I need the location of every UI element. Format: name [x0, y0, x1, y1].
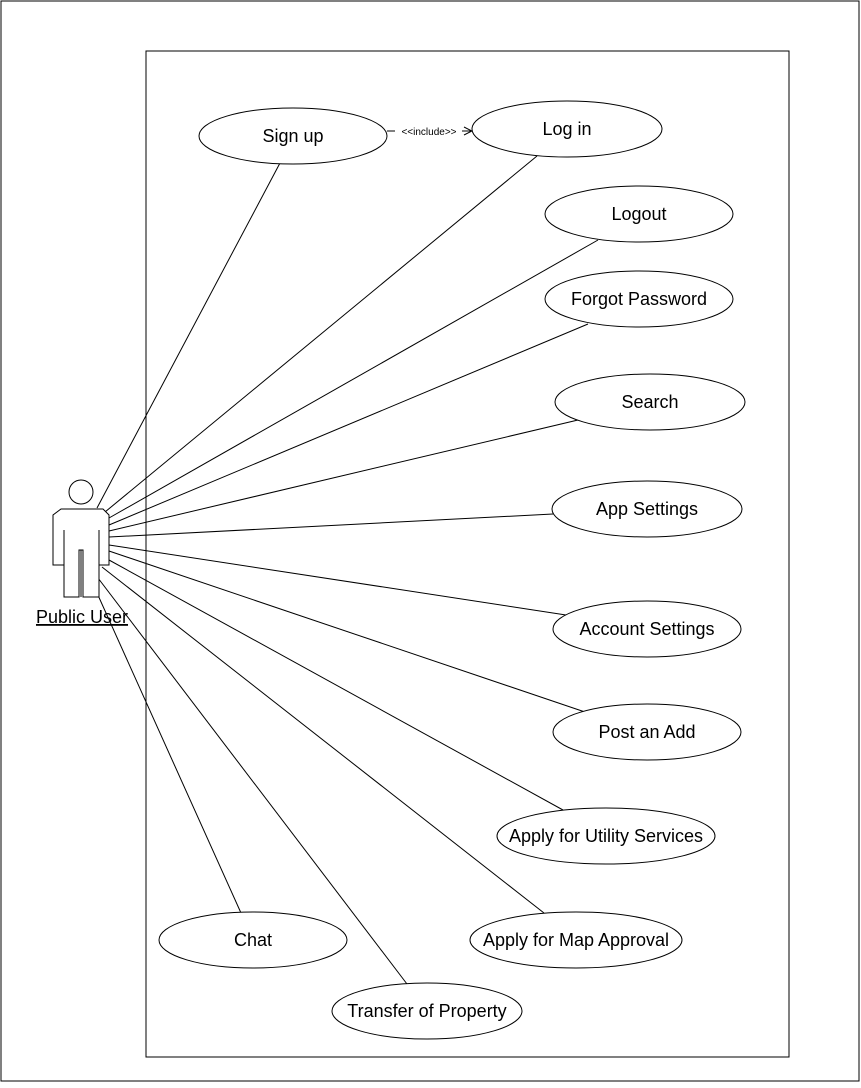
use-case-label-apply-map-approval: Apply for Map Approval — [483, 930, 669, 950]
association-line-apply-utility-services — [108, 559, 564, 811]
association-line-transfer-of-property — [97, 577, 408, 985]
use-case-apply-map-approval: Apply for Map Approval — [469, 911, 683, 969]
association-lines — [96, 155, 599, 985]
use-case-search: Search — [554, 373, 746, 431]
include-relationship: <<include>> — [387, 127, 472, 138]
use-case-label-chat: Chat — [234, 930, 272, 950]
use-case-ellipse-transfer-of-property — [331, 982, 523, 1040]
actor-label: Public User — [36, 607, 128, 627]
actor-head — [68, 479, 94, 505]
use-case-label-forgot-password: Forgot Password — [571, 289, 707, 309]
actor: Public User — [36, 479, 128, 627]
association-line-account-settings — [108, 544, 567, 616]
use-case-sign-up: Sign up — [198, 107, 388, 165]
use-case-label-sign-up: Sign up — [262, 126, 323, 146]
association-line-app-settings — [108, 513, 554, 538]
use-case-label-transfer-of-property: Transfer of Property — [347, 1001, 506, 1021]
use-case-ellipse-account-settings — [552, 600, 742, 658]
association-line-log-in — [104, 155, 538, 513]
use-case-label-search: Search — [621, 392, 678, 412]
use-case-log-in: Log in — [471, 100, 663, 158]
use-case-ellipse-search — [554, 373, 746, 431]
use-case-ellipse-logout — [544, 185, 734, 243]
use-case-label-post-an-add: Post an Add — [598, 722, 695, 742]
use-case-ellipse-sign-up — [198, 107, 388, 165]
use-case-apply-utility-services: Apply for Utility Services — [496, 807, 716, 865]
association-line-logout — [108, 239, 599, 519]
use-case-ellipse-forgot-password — [544, 270, 734, 328]
association-line-apply-map-approval — [101, 566, 545, 914]
use-case-ellipse-apply-map-approval — [469, 911, 683, 969]
use-case-label-apply-utility-services: Apply for Utility Services — [509, 826, 703, 846]
use-case-ellipse-post-an-add — [552, 703, 742, 761]
association-line-sign-up — [96, 162, 281, 509]
use-case-label-log-in: Log in — [542, 119, 591, 139]
use-case-ellipse-apply-utility-services — [496, 807, 716, 865]
use-case-forgot-password: Forgot Password — [544, 270, 734, 328]
use-case-ellipse-app-settings — [551, 480, 743, 538]
use-case-post-an-add: Post an Add — [552, 703, 742, 761]
use-case-label-account-settings: Account Settings — [579, 619, 714, 639]
use-case-label-logout: Logout — [611, 204, 666, 224]
stick-figure-actor-icon — [52, 479, 110, 598]
use-case-app-settings: App Settings — [551, 480, 743, 538]
use-case-ellipse-chat — [158, 911, 348, 969]
use-case-transfer-of-property: Transfer of Property — [331, 982, 523, 1040]
association-line-search — [108, 419, 579, 532]
use-case-logout: Logout — [544, 185, 734, 243]
association-line-forgot-password — [108, 323, 589, 526]
use-case-account-settings: Account Settings — [552, 600, 742, 658]
system-boundary — [145, 50, 790, 1058]
actor-body — [52, 508, 110, 598]
use-case-label-app-settings: App Settings — [596, 499, 698, 519]
association-line-chat — [96, 592, 242, 914]
use-case-chat: Chat — [158, 911, 348, 969]
include-label: <<include>> — [401, 127, 456, 138]
use-case-ellipse-log-in — [471, 100, 663, 158]
association-line-post-an-add — [108, 550, 586, 713]
